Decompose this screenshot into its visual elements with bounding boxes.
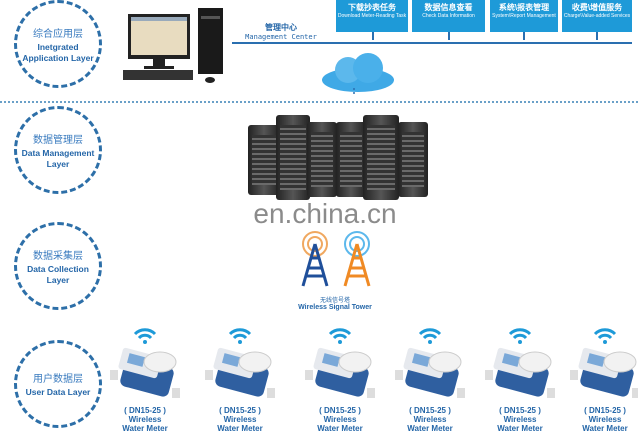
layer-cn: 数据管理层: [33, 134, 83, 146]
water-meter-icon: [305, 347, 375, 398]
service-cn: 数据信息查看: [424, 3, 473, 12]
layer-en: User Data Layer: [25, 387, 91, 397]
meter-label: Wireless Water Meter: [497, 415, 543, 433]
meter-label: Wireless Water Meter: [317, 415, 363, 433]
service-en: System\Report Management: [492, 13, 556, 19]
management-cn: 管理中心: [265, 23, 297, 32]
water-meter: ( DN15-25 ) Wireless Water Meter: [475, 322, 565, 433]
meter-label: Wireless Water Meter: [582, 415, 628, 433]
water-meter-icon: [485, 347, 555, 398]
water-meter: ( DN15-25 ) Wireless Water Meter: [385, 322, 475, 433]
tower-cn: 无线信号塔: [319, 298, 350, 304]
layer-cn: 数据采集层: [33, 250, 83, 262]
layer-en: Inetgrated Application Layer: [22, 41, 94, 63]
service-en: Check Data Information: [422, 13, 475, 19]
service-cn: 下载抄表任务: [348, 3, 396, 12]
layer-user-data: 用户数据层 User Data Layer: [14, 340, 102, 428]
meter-model: ( DN15-25 ): [124, 406, 166, 415]
layer-en: Data Management Layer: [21, 147, 95, 169]
layer-cn: 综合应用层: [33, 28, 83, 40]
service-cn: 收费\增值服务: [571, 3, 623, 12]
meter-model: ( DN15-25 ): [499, 406, 541, 415]
service-en: Charge\Value-added Services: [563, 13, 631, 19]
layer-cn: 用户数据层: [33, 374, 83, 385]
management-en: Management Center: [245, 33, 317, 41]
wifi-icon: [305, 328, 375, 398]
meter-label: Wireless Water Meter: [122, 415, 168, 433]
wireless-tower-icon: [301, 231, 371, 287]
separator: [0, 101, 638, 103]
service-en: Download Meter-Reading Task: [337, 13, 407, 19]
water-meter: ( DN15-25 ) Wireless Water Meter: [100, 322, 190, 433]
water-meter: ( DN15-25 ) Wireless Water Meter: [295, 322, 385, 433]
water-meter: ( DN15-25 ) Wireless Water Meter: [195, 322, 285, 433]
watermark: en.china.cn: [253, 198, 397, 229]
water-meter-icon: [205, 347, 275, 398]
wifi-icon: [570, 328, 638, 398]
tower-en: Wireless Signal Tower: [298, 304, 372, 311]
wifi-icon: [395, 328, 465, 398]
connector-line: [232, 42, 632, 44]
meter-label: Wireless Water Meter: [217, 415, 263, 433]
wifi-icon: [485, 328, 555, 398]
water-meter-icon: [395, 347, 465, 398]
wifi-icon: [205, 328, 275, 398]
water-meter-icon: [570, 347, 638, 398]
meter-model: ( DN15-25 ): [319, 406, 361, 415]
water-meter-icon: [110, 347, 180, 398]
wifi-icon: [110, 328, 180, 398]
meter-model: ( DN15-25 ): [584, 406, 626, 415]
layer-en: Data Collection Layer: [27, 263, 89, 285]
meter-model: ( DN15-25 ): [409, 406, 451, 415]
management-center: 管理中心 Management Center: [236, 22, 326, 41]
tower-label: 无线信号塔 Wireless Signal Tower: [290, 295, 380, 311]
water-meter: ( DN15-25 ) Wireless Water Meter: [560, 322, 638, 433]
service-cn: 系统\报表管理: [498, 3, 550, 12]
cloud-icon: [322, 53, 394, 95]
computer-icon: [123, 8, 223, 83]
meter-label: Wireless Water Meter: [407, 415, 453, 433]
meter-model: ( DN15-25 ): [219, 406, 261, 415]
